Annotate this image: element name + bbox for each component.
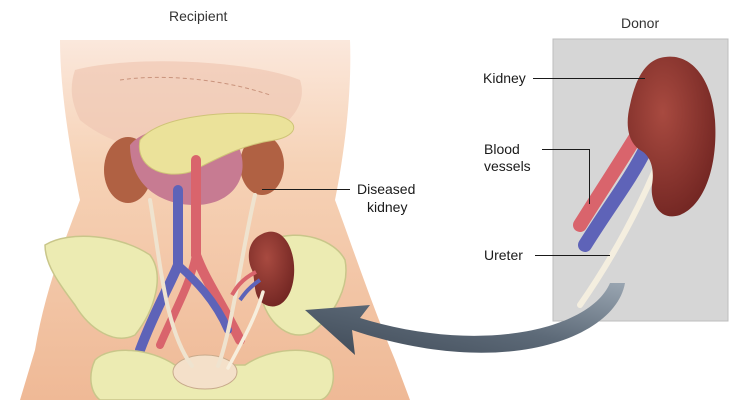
transfer-arrow [305,283,625,355]
pelvis-left-wing [44,235,158,339]
transplanted-kidney [248,231,295,307]
donor-heading: Donor [621,15,660,31]
recipient-right-kidney [240,135,284,195]
blood-vessels-leader [542,149,590,150]
recipient-heading: Recipient [169,8,228,24]
diseased-kidney-label-line2: kidney [367,199,408,215]
ureter-leader [535,255,610,256]
kidney-label: Kidney [483,70,526,86]
donor-ureter [577,167,658,308]
bladder [172,354,238,390]
blood-vessels-label-line2: vessels [484,158,531,174]
diseased-kidney-label-line1: Diseased [357,181,416,197]
pancreas [138,112,295,175]
donor-vein [578,143,652,252]
blood-vessels-label-line1: Blood [484,141,520,157]
donor-kidney [627,56,716,217]
ureter-label: Ureter [484,247,523,263]
kidney-leader [533,78,645,79]
diseased-kidney-leader [262,189,350,190]
blood-vessels-leader-drop [589,149,590,204]
